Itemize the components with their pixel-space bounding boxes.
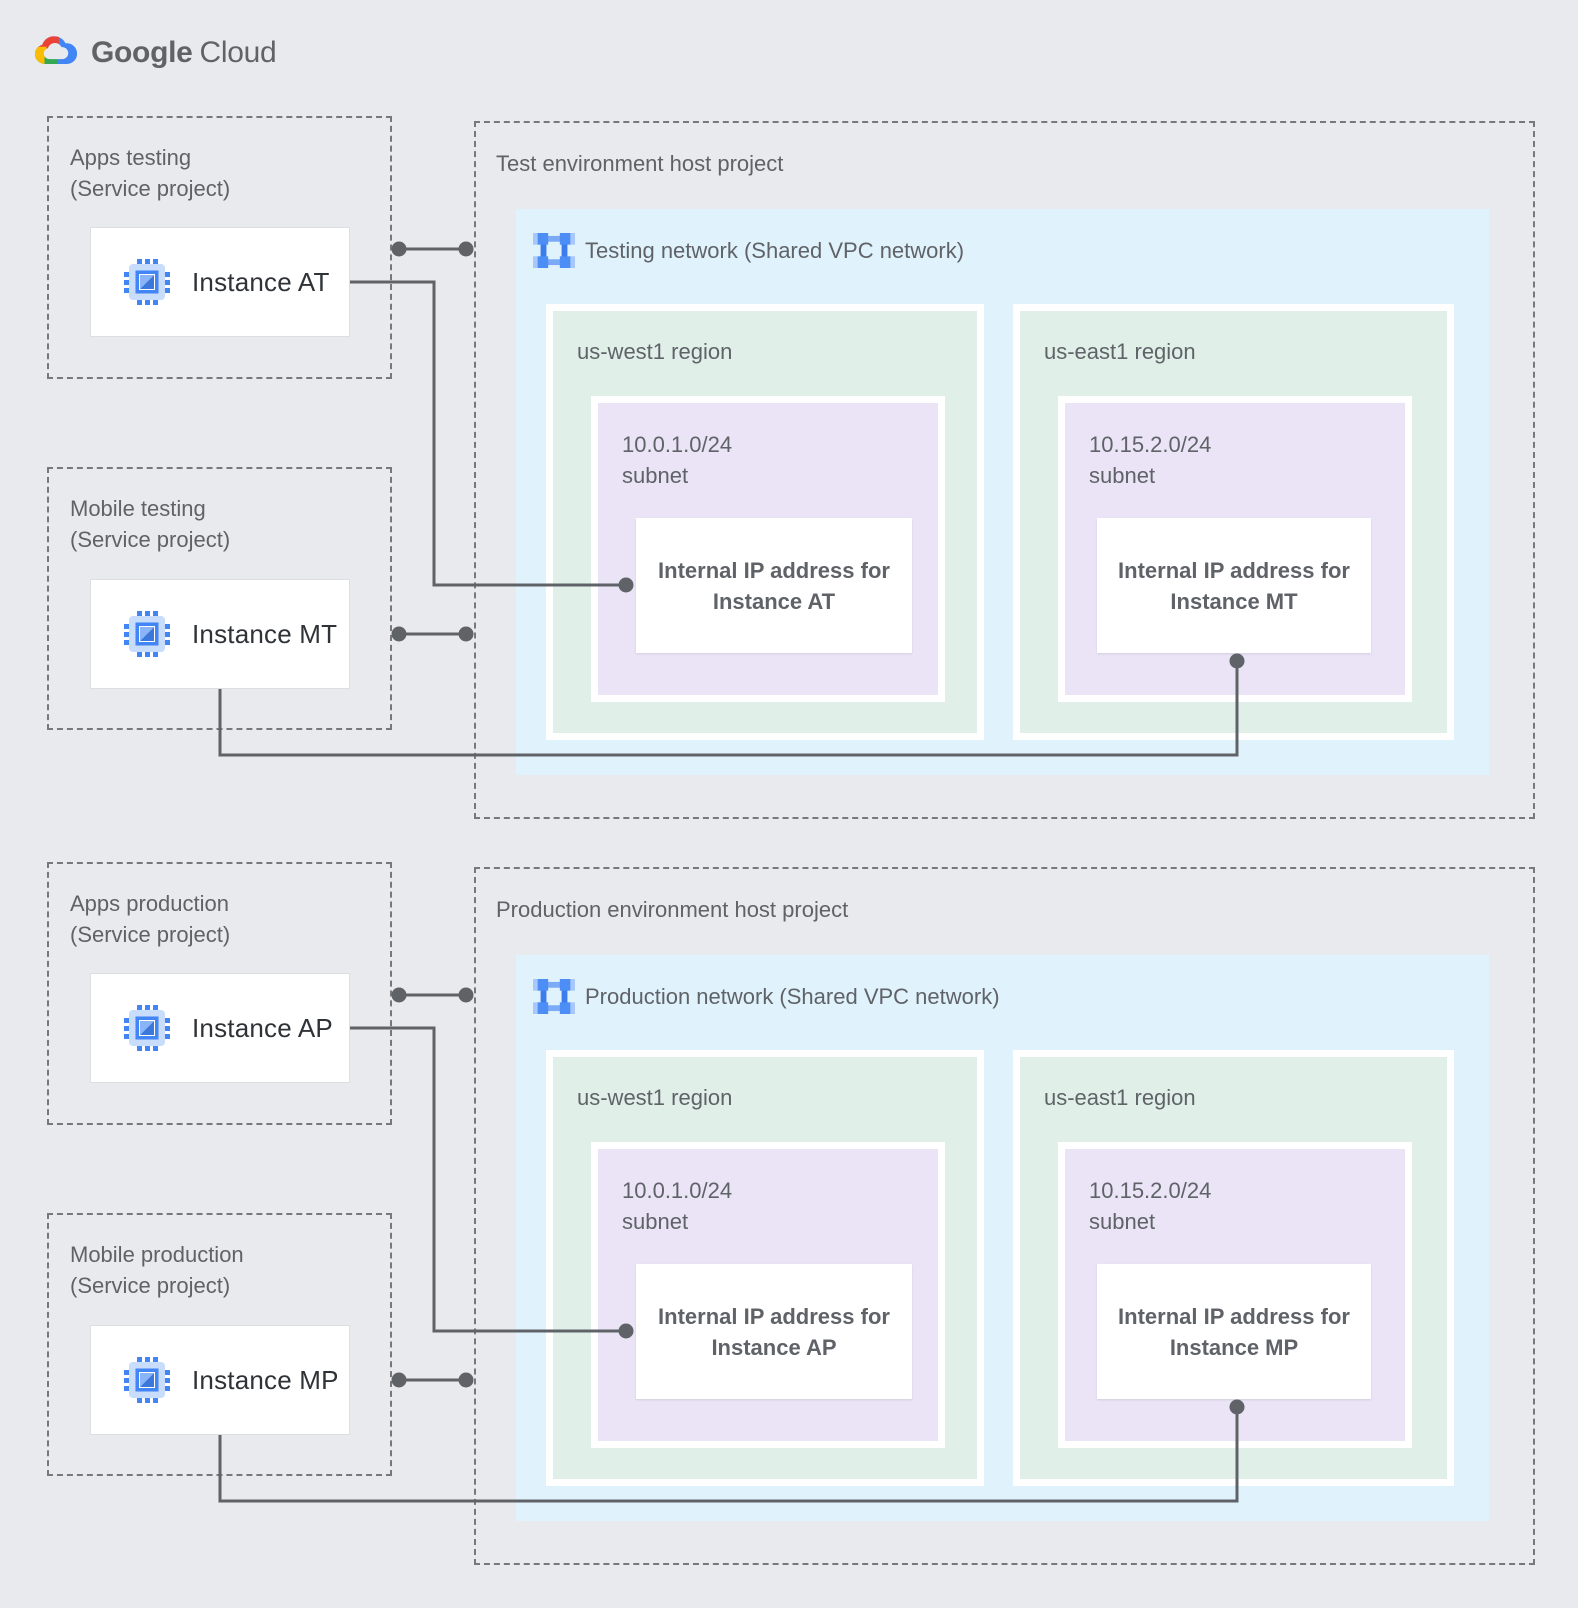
instance-mp-card: Instance MP [90, 1325, 350, 1435]
connector-dot [458, 626, 474, 642]
service-project-label: Mobile testing (Service project) [70, 493, 390, 555]
connector-dot [391, 1372, 407, 1388]
service-project-name: Mobile production [70, 1242, 244, 1267]
network-label: Production network (Shared VPC network) [585, 984, 1000, 1009]
ip-line2: Instance MT [1170, 588, 1298, 614]
service-project-label: Apps production (Service project) [70, 888, 390, 950]
subnet-cidr: 10.0.1.0/24 [622, 1178, 733, 1203]
subnet-label: 10.15.2.0/24 subnet [1065, 1149, 1405, 1237]
region-label: us-west1 region [577, 1085, 733, 1110]
internal-ip-box-at: Internal IP address for Instance AT [636, 518, 912, 653]
host-project-title: Test environment host project [496, 151, 784, 176]
service-project-label: Apps testing (Service project) [70, 142, 390, 204]
service-project-type: (Service project) [70, 527, 231, 552]
ip-line1: Internal IP address for [1118, 557, 1350, 583]
region-label: us-east1 region [1044, 1085, 1196, 1110]
service-project-type: (Service project) [70, 922, 231, 947]
ip-line2: Instance AP [711, 1334, 837, 1360]
internal-ip-box-ap: Internal IP address for Instance AP [636, 1264, 912, 1399]
connector-dot [458, 987, 474, 1003]
instance-label: Instance AP [192, 1012, 333, 1043]
compute-engine-icon [124, 611, 170, 657]
service-project-apps-testing: Apps testing (Service project) [47, 116, 392, 379]
subnet-cidr: 10.0.1.0/24 [622, 432, 733, 457]
service-project-label: Mobile production (Service project) [70, 1239, 390, 1301]
logo-cloud-text: Cloud [199, 35, 277, 69]
internal-ip-box-mt: Internal IP address for Instance MT [1097, 518, 1371, 653]
google-cloud-icon [34, 36, 78, 64]
connector-dot [391, 626, 407, 642]
connector-dot [458, 1372, 474, 1388]
test-host-project: Test environment host project [474, 121, 1535, 819]
host-project-title: Production environment host project [496, 897, 849, 922]
service-project-name: Apps testing [70, 145, 192, 170]
compute-engine-icon [124, 259, 170, 305]
subnet-word: subnet [1089, 1209, 1156, 1234]
subnet-cidr: 10.15.2.0/24 [1089, 432, 1212, 457]
vpc-network-icon [533, 979, 575, 1014]
region-label: us-east1 region [1044, 339, 1196, 364]
service-project-name: Mobile testing [70, 496, 206, 521]
subnet-word: subnet [1089, 463, 1156, 488]
subnet-label: 10.0.1.0/24 subnet [598, 1149, 938, 1237]
instance-mt-card: Instance MT [90, 579, 350, 689]
service-project-apps-production: Apps production (Service project) [47, 862, 392, 1125]
connector-dot [391, 987, 407, 1003]
ip-line1: Internal IP address for [658, 1303, 890, 1329]
connector-dot [391, 241, 407, 257]
ip-line2: Instance AT [712, 588, 836, 614]
subnet-cidr: 10.15.2.0/24 [1089, 1178, 1212, 1203]
service-project-type: (Service project) [70, 1273, 231, 1298]
instance-label: Instance AT [192, 266, 330, 297]
service-project-type: (Service project) [70, 176, 231, 201]
vpc-network-icon [533, 233, 575, 268]
internal-ip-box-mp: Internal IP address for Instance MP [1097, 1264, 1371, 1399]
logo-google-text: Google [91, 35, 193, 69]
ip-line1: Internal IP address for [658, 557, 890, 583]
subnet-word: subnet [622, 463, 689, 488]
service-project-name: Apps production [70, 891, 229, 916]
subnet-label: 10.0.1.0/24 subnet [598, 403, 938, 491]
instance-at-card: Instance AT [90, 227, 350, 337]
ip-line1: Internal IP address for [1118, 1303, 1350, 1329]
subnet-word: subnet [622, 1209, 689, 1234]
instance-label: Instance MT [192, 618, 338, 649]
compute-engine-icon [124, 1357, 170, 1403]
instance-label: Instance MP [192, 1364, 339, 1395]
subnet-label: 10.15.2.0/24 subnet [1065, 403, 1405, 491]
connector-dot [458, 241, 474, 257]
compute-engine-icon [124, 1005, 170, 1051]
ip-line2: Instance MP [1169, 1334, 1299, 1360]
region-label: us-west1 region [577, 339, 733, 364]
instance-ap-card: Instance AP [90, 973, 350, 1083]
network-label: Testing network (Shared VPC network) [585, 238, 965, 263]
